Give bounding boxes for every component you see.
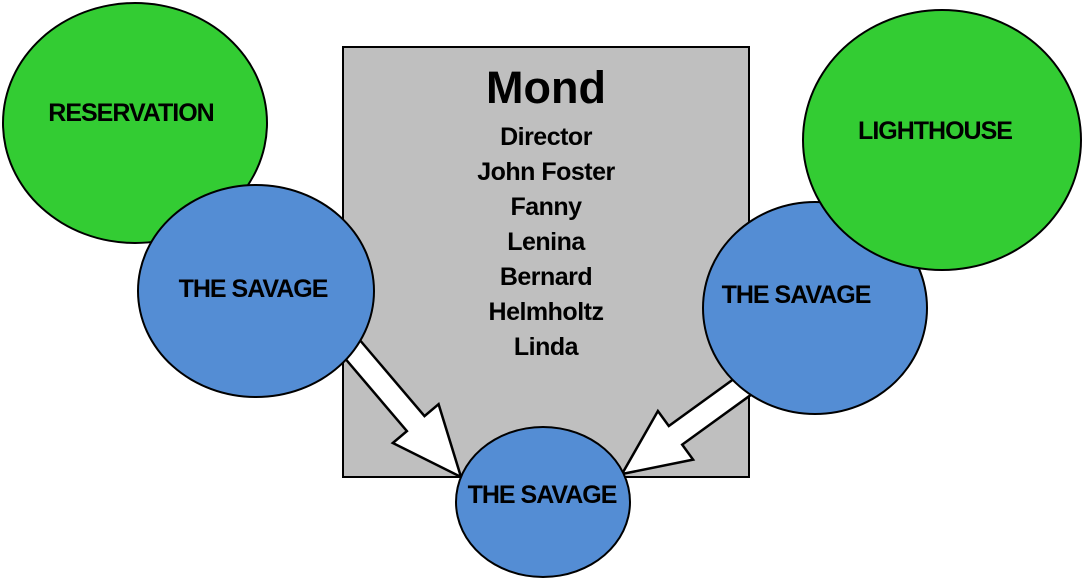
- lighthouse-label: LIGHTHOUSE: [858, 116, 1013, 145]
- reservation-circle: RESERVATION: [2, 2, 268, 244]
- member-item: Linda: [513, 333, 579, 361]
- mond-box: Mond Director John Foster Fanny Lenina B…: [342, 46, 750, 478]
- savage-bottom-label: THE SAVAGE: [467, 480, 618, 509]
- savage-right-label: THE SAVAGE: [721, 280, 872, 309]
- mond-title: Mond: [486, 62, 606, 113]
- mond-member-list: Director John Foster Fanny Lenina Bernar…: [344, 120, 748, 365]
- lighthouse-circle: LIGHTHOUSE: [802, 9, 1082, 271]
- member-item: John Foster: [477, 158, 615, 186]
- member-item: Lenina: [507, 228, 585, 256]
- member-item: Director: [500, 123, 592, 151]
- savage-bottom-circle: THE SAVAGE: [455, 426, 631, 578]
- member-item: Fanny: [510, 193, 582, 221]
- member-item: Helmholtz: [488, 298, 604, 326]
- savage-left-circle: THE SAVAGE: [137, 184, 375, 398]
- member-item: Bernard: [499, 263, 593, 291]
- reservation-label: RESERVATION: [48, 98, 214, 127]
- savage-left-label: THE SAVAGE: [178, 274, 329, 303]
